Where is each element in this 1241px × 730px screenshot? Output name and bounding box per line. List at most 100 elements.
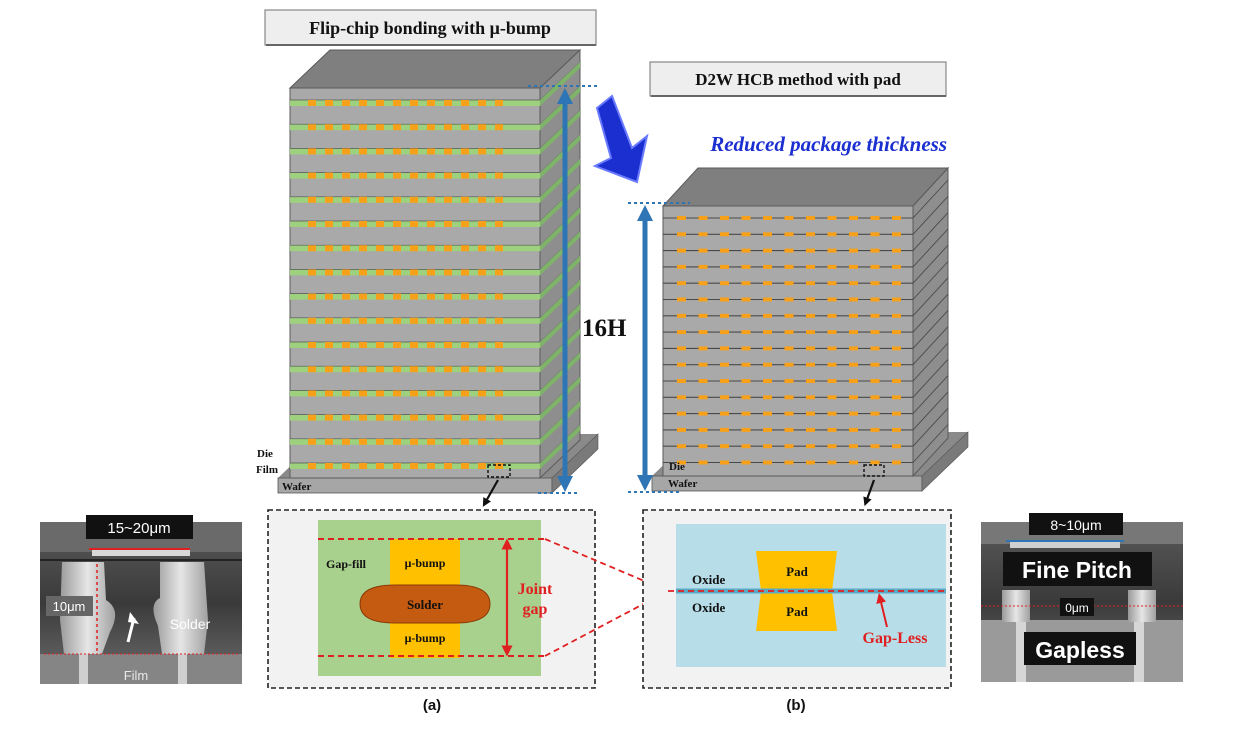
right-pad [892, 427, 901, 432]
left-bump [427, 463, 435, 469]
right-side-edge [912, 310, 949, 349]
left-bump [359, 366, 367, 373]
right-pad [677, 248, 686, 253]
right-pad [827, 427, 837, 432]
left-bump [393, 172, 401, 179]
right-pad [892, 297, 901, 302]
right-pad [870, 395, 880, 400]
left-bump [495, 124, 503, 131]
right-pad [849, 248, 858, 253]
right-side-edge [912, 277, 949, 317]
left-stack: Die Film Wafer [256, 48, 599, 507]
right-side-edge [912, 293, 949, 333]
right-pad [849, 232, 858, 237]
left-bump [342, 438, 350, 445]
left-bump [461, 221, 469, 227]
right-pad [827, 216, 837, 220]
left-bump [325, 463, 333, 469]
right-pad [806, 330, 815, 335]
right-pad [741, 264, 751, 269]
right-pad [720, 248, 729, 253]
right-pad [892, 411, 901, 416]
right-pad [892, 248, 901, 253]
left-bump [308, 463, 316, 469]
right-pad [784, 330, 794, 335]
left-bump [376, 438, 384, 445]
right-pad [849, 379, 858, 383]
left-bump [342, 245, 350, 252]
left-bump [478, 269, 486, 276]
left-bump [495, 172, 503, 179]
right-pad [870, 411, 880, 416]
left-bump [325, 172, 333, 179]
left-bump [376, 148, 384, 155]
right-pad [849, 362, 858, 367]
right-pad [677, 460, 686, 465]
right-pad [849, 216, 858, 220]
right-pad [763, 362, 772, 367]
left-bump [308, 100, 316, 106]
left-bump [393, 293, 401, 300]
left-bump [359, 172, 367, 179]
right-pad [870, 362, 880, 367]
right-pad [698, 395, 708, 400]
right-pad [741, 248, 751, 253]
left-bump [376, 196, 384, 203]
left-bump [410, 293, 418, 300]
right-pad [677, 427, 686, 432]
left-bump [461, 172, 469, 179]
left-bump [444, 172, 452, 179]
left-bump [478, 124, 486, 131]
left-bump [461, 390, 469, 397]
left-bump [342, 100, 350, 106]
left-bump [308, 390, 316, 397]
left-bump [427, 245, 435, 252]
detail-a-joint-gap-1: Joint [518, 581, 553, 598]
left-detail-arrow [482, 479, 499, 507]
right-pad [892, 444, 901, 449]
right-pad [892, 379, 901, 383]
right-stack: Die Wafer [651, 166, 969, 507]
right-pad [763, 444, 772, 449]
left-bump [308, 414, 316, 421]
right-pad [698, 411, 708, 416]
left-title-box: Flip-chip bonding with μ-bump [264, 9, 597, 46]
left-bump [325, 293, 333, 300]
left-bump [495, 463, 503, 469]
left-bump [495, 438, 503, 445]
left-bump [478, 196, 486, 203]
sem-left-image: 15~20μm 10μm Solder Film [40, 515, 242, 684]
right-pad [720, 297, 729, 302]
right-pad [827, 395, 837, 400]
right-pad [677, 313, 686, 318]
left-bump [359, 342, 367, 348]
left-bump [461, 124, 469, 131]
left-bump [410, 366, 418, 373]
left-bump [308, 438, 316, 445]
left-bump [444, 269, 452, 276]
left-bump [495, 221, 503, 227]
sem-left-height: 10μm [53, 599, 86, 614]
left-bump [359, 293, 367, 300]
right-side-edge [912, 358, 949, 398]
right-pad [720, 427, 729, 432]
right-pad [870, 232, 880, 237]
left-bump [393, 390, 401, 397]
right-pad [892, 264, 901, 269]
sem-right-image: 8~10μm Fine Pitch 0μm Gapless [981, 513, 1183, 682]
reduction-arrow [592, 94, 649, 184]
sem-left-pitch: 15~20μm [107, 520, 170, 537]
right-pad [763, 232, 772, 237]
right-pad [763, 411, 772, 416]
left-bump [444, 196, 452, 203]
left-bump [478, 463, 486, 469]
right-pad [677, 216, 686, 220]
right-pad [677, 444, 686, 449]
right-pad [763, 330, 772, 335]
right-pad [741, 362, 751, 367]
right-pad [849, 460, 858, 465]
left-bump [427, 438, 435, 445]
left-bump [393, 438, 401, 445]
left-bump [410, 414, 418, 421]
